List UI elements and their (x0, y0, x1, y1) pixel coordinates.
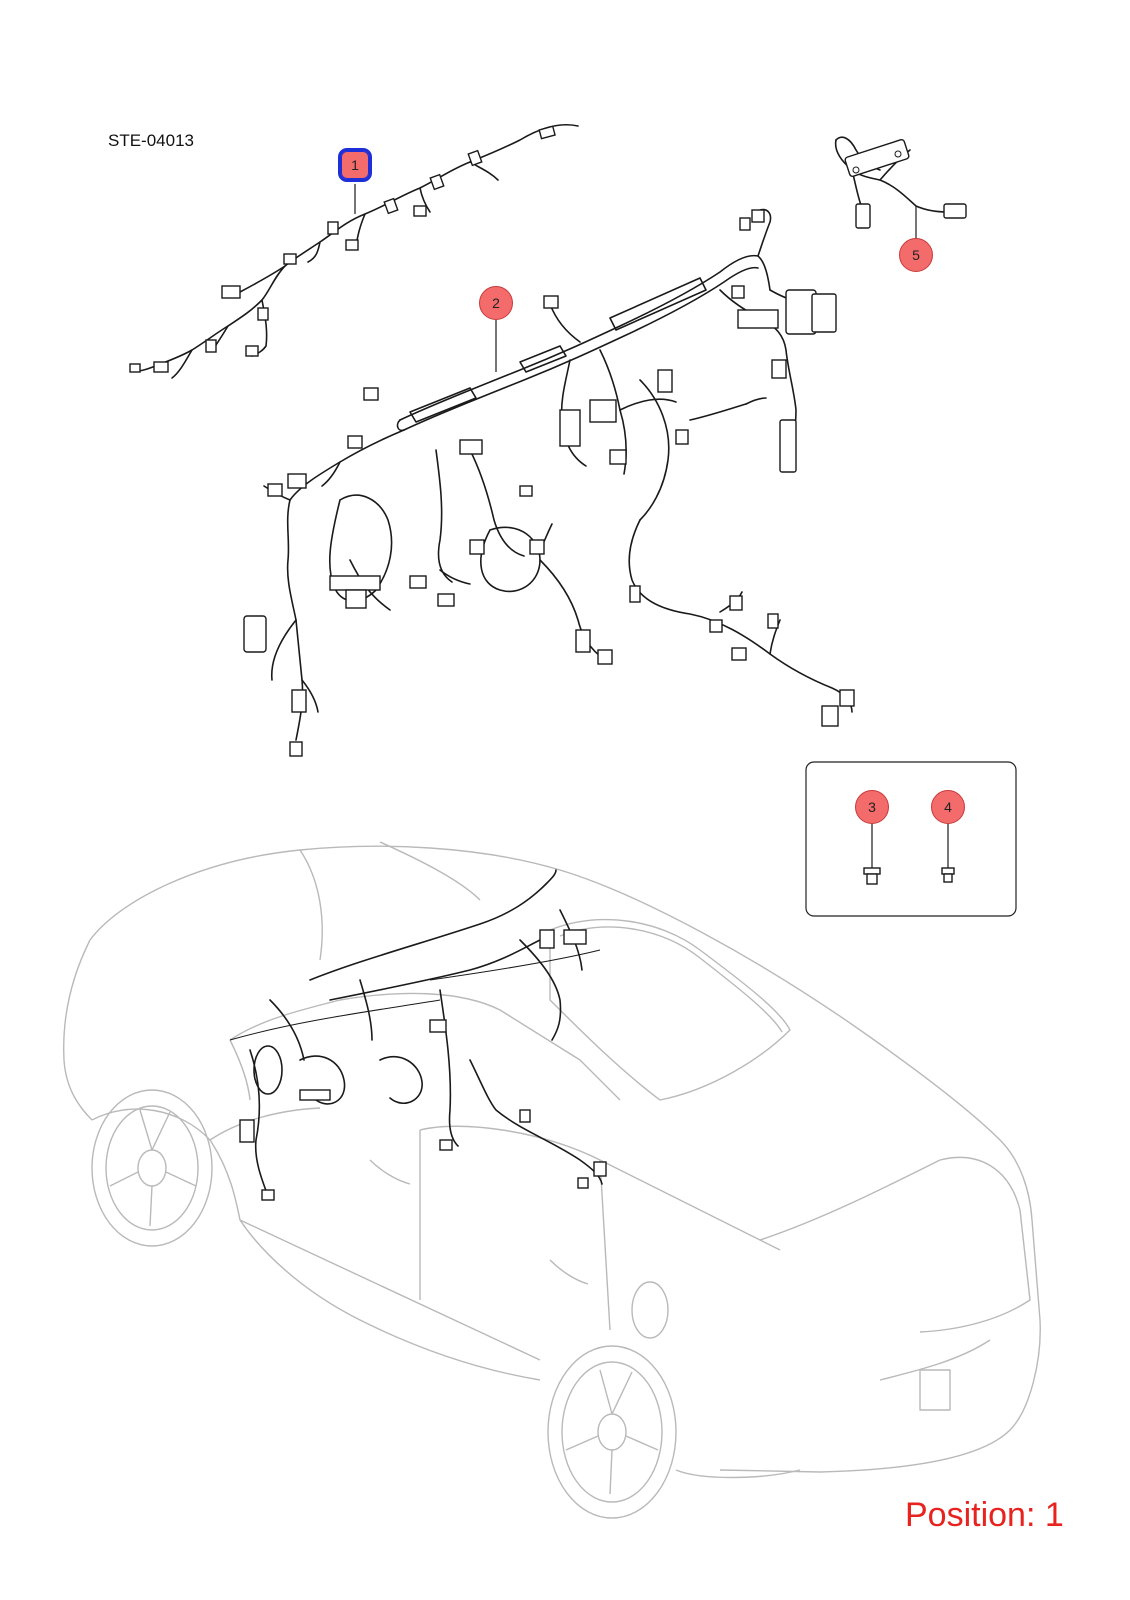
callout-5[interactable]: 5 (899, 238, 933, 272)
bolt-part-3[interactable] (863, 822, 881, 885)
roof-harness-part-1[interactable] (129, 124, 579, 379)
callout-1[interactable]: 1 (338, 148, 372, 182)
vehicle-harness-overview (229, 869, 607, 1201)
position-indicator: Position: 1 (905, 1496, 1064, 1534)
nut-part-4[interactable] (941, 822, 955, 883)
callout-3[interactable]: 3 (855, 790, 889, 824)
sensor-harness-part-5[interactable] (834, 136, 967, 238)
callout-2[interactable]: 2 (479, 286, 513, 320)
drawing-code: STE-04013 (108, 131, 194, 150)
vehicle-outline (63, 841, 1041, 1519)
fastener-inset (805, 761, 1017, 917)
callout-4[interactable]: 4 (931, 790, 965, 824)
instrument-panel-harness-part-2[interactable] (243, 208, 855, 757)
